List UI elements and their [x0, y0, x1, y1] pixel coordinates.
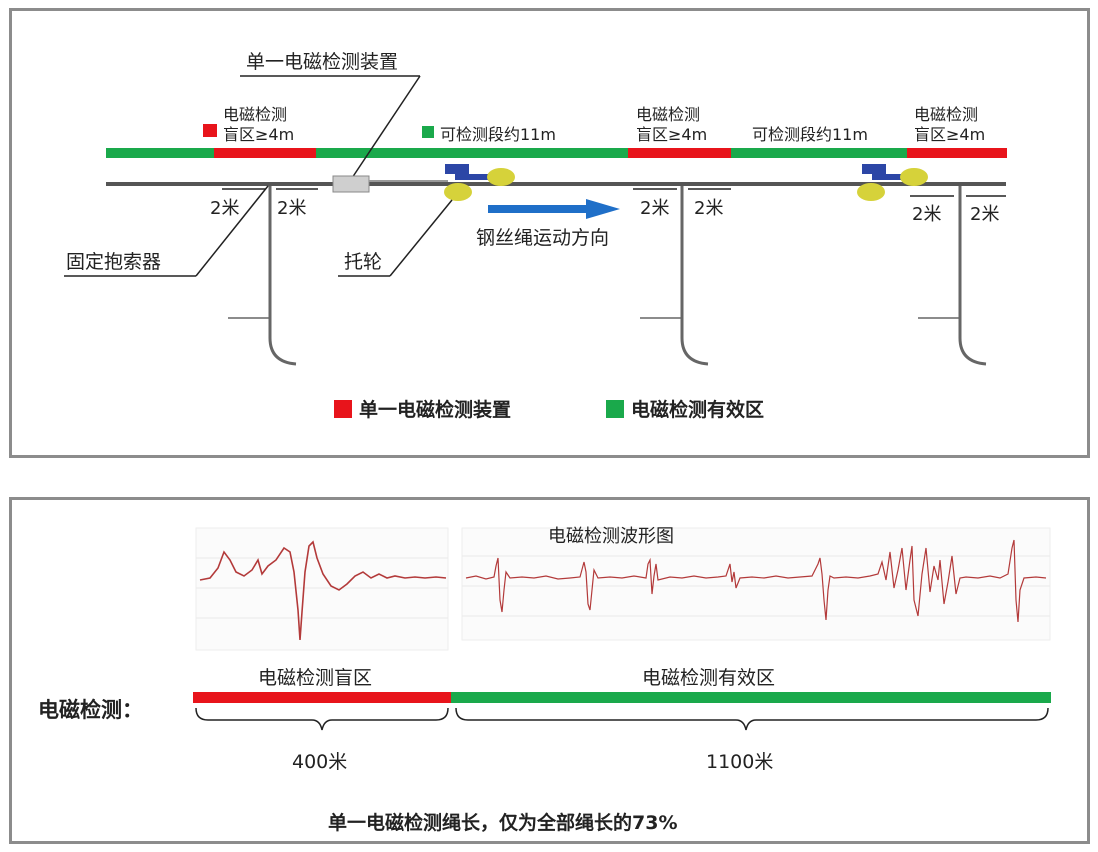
dim-2m-3a: 2米	[912, 204, 941, 225]
roller-frame-2	[862, 164, 886, 174]
blind-zone-range-2: 盲区≥4m	[636, 125, 707, 144]
wire-rope	[106, 182, 1006, 186]
waveform-effective	[465, 539, 1047, 623]
dim-2m-1a: 2米	[210, 198, 239, 219]
zone-red-2	[628, 148, 731, 158]
dim-2m-3b: 2米	[970, 204, 999, 225]
legend-label-green: 电磁检测有效区	[631, 398, 764, 421]
blind-zone-caption: 电磁检测盲区	[258, 667, 372, 689]
blind-zone-brace	[195, 707, 449, 731]
chair-hanger-3	[918, 186, 987, 366]
legend-label-red: 单一电磁检测装置	[359, 398, 511, 421]
blind-zone-title-2: 电磁检测	[636, 105, 700, 124]
blind-zone-length: 400米	[292, 751, 347, 773]
blind-zone-bar	[193, 692, 451, 703]
effective-zone-length: 1100米	[706, 751, 773, 773]
legend-swatch-green	[606, 400, 624, 418]
dim-2m-1b: 2米	[277, 198, 306, 219]
clamp-callout-leader	[195, 185, 269, 277]
effective-zone-label-2: 可检测段约11m	[752, 125, 868, 144]
chair-hanger-1	[228, 186, 297, 366]
roller-frame-1	[445, 164, 469, 174]
zone-green-2	[316, 148, 628, 158]
zone-red-3	[907, 148, 1007, 158]
direction-arrow-shaft	[488, 205, 588, 213]
roller-wheel-2a	[900, 168, 928, 186]
blind-zone-title-1: 电磁检测	[223, 105, 287, 124]
waveform-blind	[199, 540, 447, 641]
zone-green-3	[731, 148, 907, 158]
roller-callout-label: 托轮	[344, 251, 382, 273]
dim-2m-2b: 2米	[694, 198, 723, 219]
row-label: 电磁检测：	[38, 698, 143, 722]
dim-2m-2a: 2米	[640, 198, 669, 219]
system-diagram-panel	[9, 8, 1090, 458]
effective-zone-brace	[455, 707, 1049, 731]
device-callout-label: 单一电磁检测装置	[246, 51, 398, 73]
roller-wheel-2b	[857, 183, 885, 201]
conclusion-text: 单一电磁检测绳长，仅为全部绳长的73%	[328, 811, 677, 834]
roller-arm-2	[872, 174, 912, 180]
effective-zone-bar	[451, 692, 1051, 703]
waveform-title: 电磁检测波形图	[548, 526, 674, 547]
clamp-callout-label: 固定抱索器	[66, 251, 161, 273]
direction-arrow-head	[586, 199, 620, 219]
blind-zone-range-1: 盲区≥4m	[223, 125, 294, 144]
legend-swatch-green-small	[422, 126, 434, 138]
zone-red-1	[214, 148, 316, 158]
effective-zone-caption: 电磁检测有效区	[642, 667, 775, 689]
waveform-grid-right	[461, 527, 1051, 641]
blind-zone-range-3: 盲区≥4m	[914, 125, 985, 144]
chair-hanger-2	[640, 186, 709, 366]
effective-zone-label-1: 可检测段约11m	[440, 125, 556, 144]
roller-callout-leader	[389, 199, 453, 277]
legend-swatch-red-small	[203, 124, 217, 137]
roller-arm-1	[455, 174, 495, 180]
zone-green-1	[106, 148, 214, 158]
device-callout-leader	[351, 75, 421, 179]
waveform-grid-left	[195, 527, 449, 651]
roller-wheel-1b	[444, 183, 472, 201]
rope-direction-label: 钢丝绳运动方向	[476, 227, 609, 249]
blind-zone-title-3: 电磁检测	[914, 105, 978, 124]
roller-wheel-1a	[487, 168, 515, 186]
legend-swatch-red	[334, 400, 352, 418]
detection-device	[332, 175, 370, 193]
